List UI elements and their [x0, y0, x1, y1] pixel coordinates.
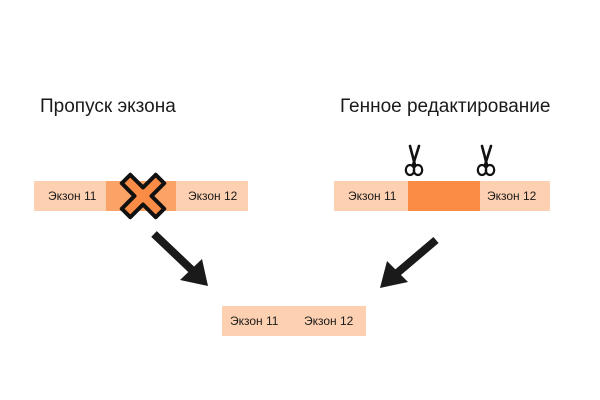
scissors-icon	[404, 144, 424, 177]
arrow-down-left-icon	[380, 236, 439, 288]
exon-12-label: Экзон 12	[487, 189, 537, 203]
result-transcript: Экзон 11 Экзон 12	[222, 306, 366, 336]
excised-exon	[408, 181, 480, 211]
exon-11-label: Экзон 11	[230, 314, 279, 328]
exon-skipping-title: Пропуск экзона	[40, 96, 176, 117]
cross-icon	[119, 172, 167, 220]
exon-12-label: Экзон 12	[304, 314, 354, 328]
exon-12-label: Экзон 12	[188, 189, 238, 203]
scissors-icon	[476, 144, 496, 177]
arrow-down-right-icon	[151, 231, 208, 286]
exon-11-label: Экзон 11	[348, 189, 397, 203]
gene-editing-transcript: Экзон 11 Экзон 12	[334, 181, 550, 211]
gene-editing-title: Генное редактирование	[340, 96, 551, 117]
exon-11-label: Экзон 11	[48, 189, 97, 203]
